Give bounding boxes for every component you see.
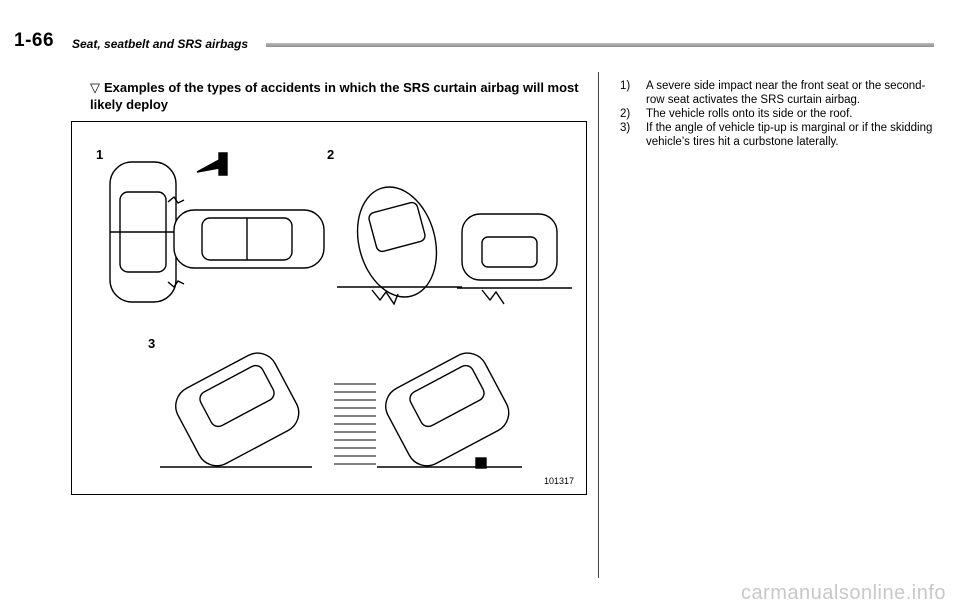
list-item: 2) The vehicle rolls onto its side or the… xyxy=(620,107,938,121)
figure-label-2: 2 xyxy=(327,147,335,162)
column-divider xyxy=(598,72,599,578)
list-item: 3) If the angle of vehicle tip-up is marg… xyxy=(620,121,938,149)
page-number: 1-66 xyxy=(14,30,55,51)
list-item: 1) A severe side impact near the front se… xyxy=(620,79,938,107)
triangle-marker-icon: ▽ xyxy=(90,80,100,95)
figure-label-1: 1 xyxy=(96,147,104,162)
list-item-number: 1) xyxy=(620,80,631,92)
list-item-text: The vehicle rolls onto its side or the r… xyxy=(646,108,853,120)
section-title: Seat, seatbelt and SRS airbags xyxy=(72,37,249,51)
rollover-scene xyxy=(337,186,572,306)
figure-code: 101317 xyxy=(543,476,574,486)
page-header: 1-66 Seat, seatbelt and SRS airbags xyxy=(14,30,934,52)
accident-illustration: 1 2 3 101317 xyxy=(71,121,587,495)
list-item-number: 2) xyxy=(620,108,631,120)
figure-label-3: 3 xyxy=(148,336,156,351)
illustration-drawing xyxy=(109,152,572,469)
side-impact-scene xyxy=(109,152,325,303)
subsection-heading: ▽Examples of the types of accidents in w… xyxy=(90,79,590,113)
list-item-number: 3) xyxy=(620,122,631,134)
numbered-list: 1) A severe side impact near the front se… xyxy=(620,79,938,149)
tip-up-scene xyxy=(160,352,522,469)
heading-text: Examples of the types of accidents in wh… xyxy=(90,80,579,112)
watermark: carmanualsonline.info xyxy=(740,582,946,604)
motion-lines xyxy=(334,383,376,465)
list-item-text: A severe side impact near the front seat… xyxy=(646,80,926,106)
list-item-text: If the angle of vehicle tip-up is margin… xyxy=(646,122,933,148)
header-rule xyxy=(266,43,934,47)
